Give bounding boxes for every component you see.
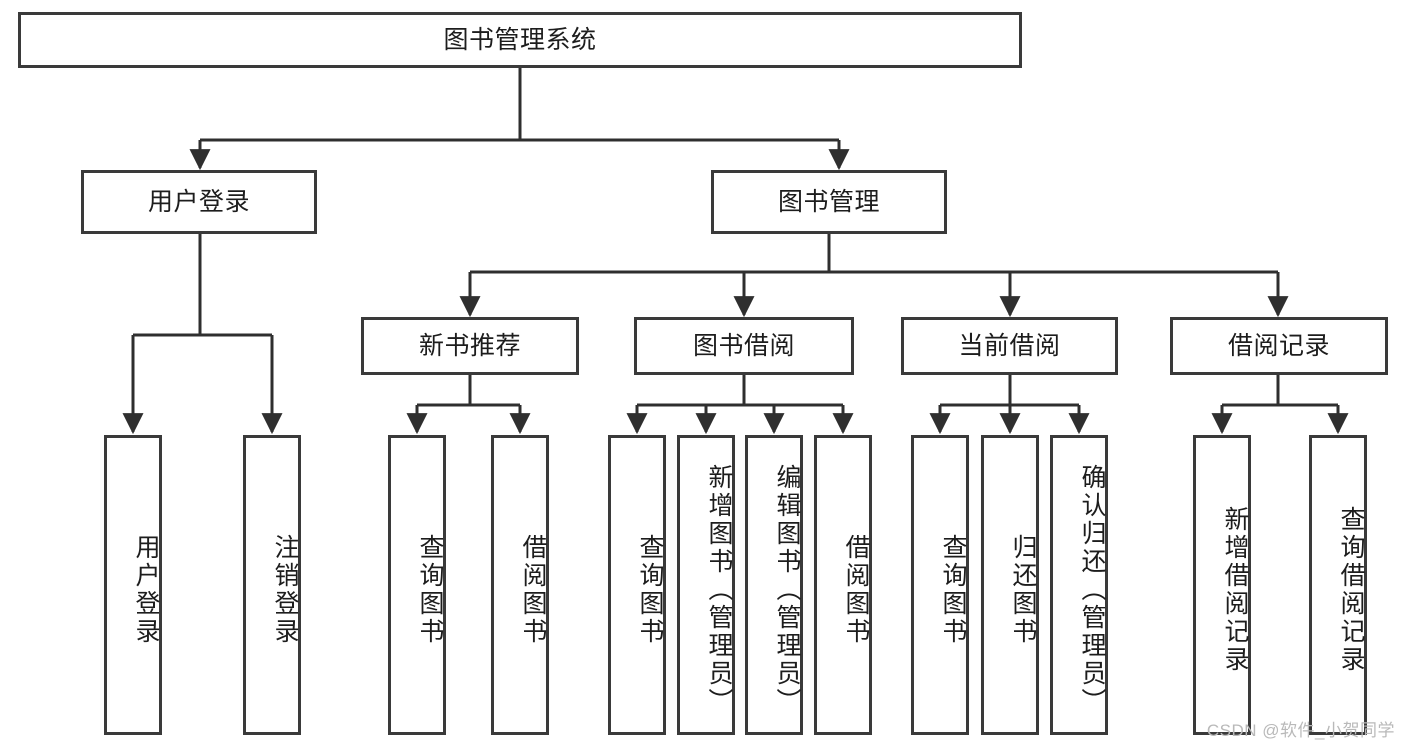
- csdn-watermark: CSDN @软件_小贺同学: [1206, 721, 1395, 740]
- leaf-new-book-borrow[interactable]: 借阅图书: [491, 435, 549, 735]
- node-user-login[interactable]: 用户登录: [81, 170, 317, 234]
- leaf-records-query-record[interactable]: 查询借阅记录: [1309, 435, 1367, 735]
- node-root-system[interactable]: 图书管理系统: [18, 12, 1022, 68]
- node-book-management[interactable]: 图书管理: [711, 170, 947, 234]
- node-new-book-recommend[interactable]: 新书推荐: [361, 317, 579, 375]
- leaf-borrow-edit-book-admin[interactable]: 编辑图书（管理员）: [745, 435, 803, 735]
- leaf-new-book-query[interactable]: 查询图书: [388, 435, 446, 735]
- leaf-current-query-book[interactable]: 查询图书: [911, 435, 969, 735]
- leaf-user-login-signout[interactable]: 注销登录: [243, 435, 301, 735]
- node-current-borrow[interactable]: 当前借阅: [901, 317, 1118, 375]
- node-borrow-records[interactable]: 借阅记录: [1170, 317, 1388, 375]
- leaf-borrow-query-book[interactable]: 查询图书: [608, 435, 666, 735]
- leaf-records-add-record[interactable]: 新增借阅记录: [1193, 435, 1251, 735]
- leaf-borrow-add-book-admin[interactable]: 新增图书（管理员）: [677, 435, 735, 735]
- leaf-current-return-book[interactable]: 归还图书: [981, 435, 1039, 735]
- leaf-current-confirm-return-admin[interactable]: 确认归还（管理员）: [1050, 435, 1108, 735]
- leaf-user-login-signin[interactable]: 用户登录: [104, 435, 162, 735]
- leaf-borrow-borrow-book[interactable]: 借阅图书: [814, 435, 872, 735]
- node-book-borrow[interactable]: 图书借阅: [634, 317, 854, 375]
